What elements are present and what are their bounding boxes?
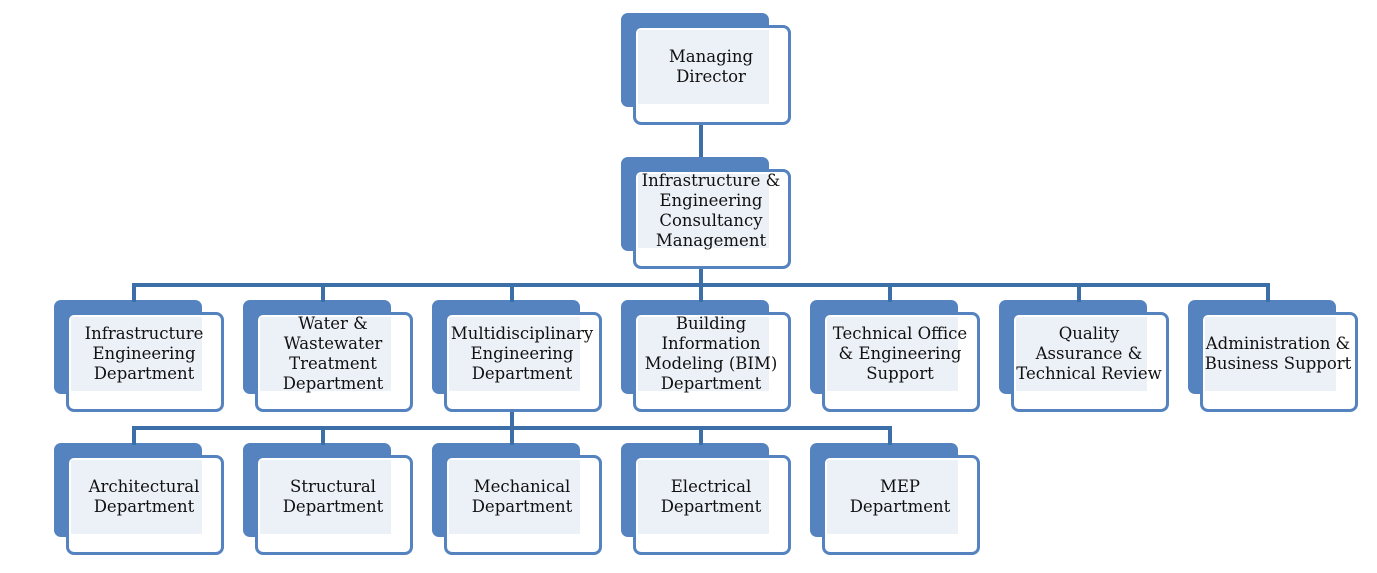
node-label: Quality Assurance & Technical Review xyxy=(1016,324,1162,383)
node-label: Mechanical Department xyxy=(471,477,573,516)
connector-drop xyxy=(510,283,514,302)
connector-drop xyxy=(321,283,325,302)
node-label: Technical Office & Engineering Support xyxy=(832,324,968,383)
node-inner xyxy=(638,174,769,248)
node-inner xyxy=(71,317,202,391)
node-inner xyxy=(71,460,202,534)
node-label: Electrical Department xyxy=(660,477,762,516)
connector-drop xyxy=(1077,283,1081,302)
connector-drop xyxy=(132,426,136,445)
node-inner xyxy=(827,460,958,534)
org-node-mep: MEP Department xyxy=(810,443,980,555)
connector-drop xyxy=(132,283,136,302)
org-node-iecm: Infrastructure & Engineering Consultancy… xyxy=(621,157,791,269)
connector-drop xyxy=(699,283,703,302)
connector-drop xyxy=(888,426,892,445)
node-label: Infrastructure Engineering Department xyxy=(84,324,204,383)
node-inner xyxy=(1205,317,1336,391)
connector-vertical xyxy=(699,125,703,157)
node-inner xyxy=(1016,317,1147,391)
node-label: MEP Department xyxy=(849,477,951,516)
connector-drop xyxy=(510,426,514,445)
node-inner xyxy=(260,317,391,391)
node-inner xyxy=(260,460,391,534)
node-inner xyxy=(827,317,958,391)
node-label: Infrastructure & Engineering Consultancy… xyxy=(641,171,781,250)
org-node-abs: Administration & Business Support xyxy=(1188,300,1358,412)
connector-drop xyxy=(699,426,703,445)
org-node-tos: Technical Office & Engineering Support xyxy=(810,300,980,412)
connector-drop xyxy=(321,426,325,445)
connector-drop xyxy=(1266,283,1270,302)
org-node-ied: Infrastructure Engineering Department xyxy=(54,300,224,412)
org-node-arch: Architectural Department xyxy=(54,443,224,555)
node-inner xyxy=(638,460,769,534)
org-node-qa: Quality Assurance & Technical Review xyxy=(999,300,1169,412)
org-node-struct: Structural Department xyxy=(243,443,413,555)
node-label: Water & Wastewater Treatment Department xyxy=(282,314,384,393)
node-label: Managing Director xyxy=(668,47,754,86)
connector-vertical xyxy=(699,269,703,283)
node-label: Building Information Modeling (BIM) Depa… xyxy=(644,314,778,393)
org-node-mech: Mechanical Department xyxy=(432,443,602,555)
node-inner xyxy=(638,30,769,104)
org-node-elec: Electrical Department xyxy=(621,443,791,555)
node-inner xyxy=(449,317,580,391)
org-node-md: Managing Director xyxy=(621,13,791,125)
node-label: Multidisciplinary Engineering Department xyxy=(450,324,594,383)
node-label: Architectural Department xyxy=(88,477,200,516)
node-label: Structural Department xyxy=(282,477,384,516)
node-label: Administration & Business Support xyxy=(1204,334,1352,373)
node-inner xyxy=(449,460,580,534)
node-inner xyxy=(638,317,769,391)
org-node-med: Multidisciplinary Engineering Department xyxy=(432,300,602,412)
connector-drop xyxy=(888,283,892,302)
org-node-bim: Building Information Modeling (BIM) Depa… xyxy=(621,300,791,412)
connector-vertical xyxy=(510,412,514,426)
org-node-wwt: Water & Wastewater Treatment Department xyxy=(243,300,413,412)
